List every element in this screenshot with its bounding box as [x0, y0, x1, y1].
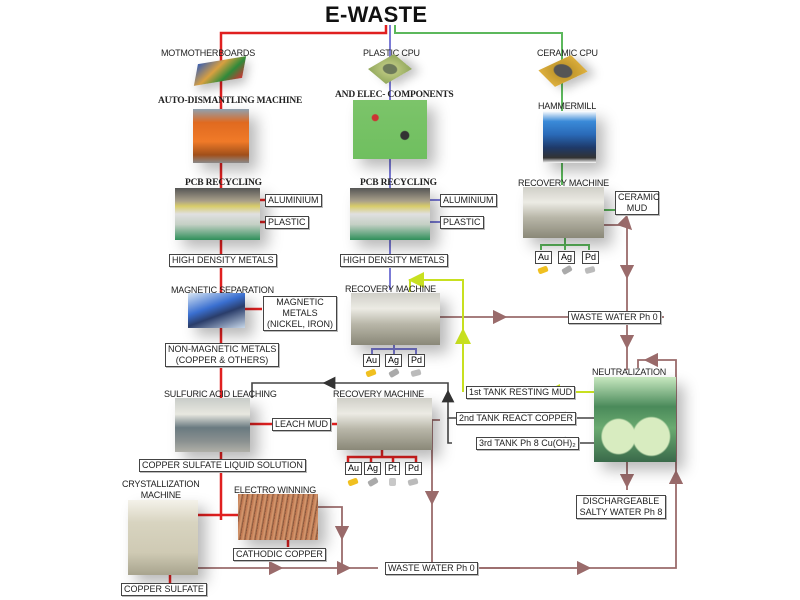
- recovery-machine-middle-label: RECOVERY MACHINE: [345, 284, 436, 294]
- ceramic-cpu-label: CERAMIC CPU: [537, 48, 598, 58]
- diagram-title: E-WASTE: [325, 2, 428, 27]
- auto-dismantling-image: [193, 109, 249, 163]
- magnetic-separation-image: [188, 293, 245, 328]
- plastic-middle-label: PLASTIC: [440, 216, 484, 229]
- metal-ag-middle: Ag: [385, 354, 403, 367]
- tank1-resting-mud-label: 1st TANK RESTING MUD: [466, 386, 576, 399]
- magnetic-metals-label: MAGNETIC METALS (NICKEL, IRON): [263, 296, 337, 331]
- crystallization-line2: MACHINE: [140, 490, 181, 500]
- electro-winning-label: ELECTRO WINNING: [234, 485, 317, 495]
- tank3-cu-oh-label: 3rd TANK Ph 8 Cu(OH)₂: [476, 437, 579, 450]
- metal-pd-right: Pd: [582, 251, 600, 264]
- crystallization-line1: CRYSTALLIZATION: [122, 479, 200, 489]
- dischargeable-salty-water-label: DISCHARGEABLE SALTY WATER Ph 8: [576, 495, 666, 519]
- high-density-metals-middle-label: HIGH DENSITY METALS: [340, 254, 448, 267]
- ceramic-mud-line1: CERAMIC: [618, 192, 660, 202]
- metal-au-lower: Au: [345, 462, 363, 475]
- pcb-recycling-left-label: PCB RECYCLING: [185, 178, 262, 188]
- elec-components-label: AND ELEC- COMPONENTS: [335, 90, 454, 100]
- crystallization-machine-label: CRYSTALLIZATION MACHINE: [122, 479, 200, 501]
- metal-ag-right: Ag: [558, 251, 576, 264]
- aluminium-left-label: ALUMINIUM: [265, 194, 322, 207]
- copper-sulfate-solution-label: COPPER SULFATE LIQUID SOLUTION: [139, 459, 306, 472]
- recovery-machine-middle-image: [351, 293, 440, 345]
- metal-pd-middle: Pd: [408, 354, 426, 367]
- metal-au-right: Au: [535, 251, 553, 264]
- electro-winning-image: [238, 494, 318, 540]
- sulfuric-acid-leaching-label: SULFURIC ACID LEACHING: [164, 389, 277, 399]
- copper-sulfate-label: COPPER SULFATE: [121, 583, 207, 596]
- discharge-line1: DISCHARGEABLE: [582, 496, 660, 506]
- motherboards-label: MOTMOTHERBOARDS: [161, 48, 256, 58]
- non-magnetic-line1: NON-MAGNETIC METALS: [168, 344, 277, 354]
- waste-water-upper-label: WASTE WATER Ph 0: [568, 311, 661, 324]
- cathodic-copper-label: CATHODIC COPPER: [233, 548, 326, 561]
- platinum-nugget-icon: [389, 478, 396, 486]
- tank2-react-copper-label: 2nd TANK REACT COPPER: [456, 412, 577, 425]
- hammermill-image: [543, 111, 596, 163]
- auto-dismantling-label: AUTO-DISMANTLING MACHINE: [158, 96, 303, 106]
- leach-mud-label: LEACH MUD: [272, 418, 332, 431]
- pcb-recycling-middle-label: PCB RECYCLING: [360, 178, 437, 188]
- crystallization-machine-image: [128, 500, 198, 575]
- neutralization-label: NEUTRALIZATION: [592, 367, 667, 377]
- ceramic-mud-label: CERAMIC MUD: [615, 191, 660, 215]
- pcb-components-image: [353, 100, 427, 159]
- non-magnetic-line2: (COPPER & OTHERS): [175, 355, 269, 365]
- discharge-line2: SALTY WATER Ph 8: [579, 507, 663, 517]
- pcb-recycling-middle-image: [350, 188, 430, 240]
- magnetic-metals-line3: (NICKEL, IRON): [266, 319, 333, 329]
- ceramic-mud-line2: MUD: [626, 203, 648, 213]
- magnetic-metals-line2: METALS: [282, 308, 318, 318]
- plastic-left-label: PLASTIC: [265, 216, 309, 229]
- high-density-metals-left-label: HIGH DENSITY METALS: [169, 254, 277, 267]
- recovery-machine-right-image: [523, 187, 604, 238]
- metal-pd-lower: Pd: [405, 462, 423, 475]
- ceramic-cpu-flow-line: [394, 25, 615, 250]
- pcb-recycling-left-image: [175, 188, 260, 240]
- metal-pt-lower: Pt: [385, 462, 400, 475]
- magnetic-metals-line1: MAGNETIC: [276, 297, 324, 307]
- metal-au-middle: Au: [363, 354, 381, 367]
- non-magnetic-metals-label: NON-MAGNETIC METALS (COPPER & OTHERS): [165, 343, 279, 367]
- neutralization-image: [594, 377, 676, 462]
- plastic-cpu-label: PLASTIC CPU: [363, 48, 420, 58]
- hammermill-label: HAMMERMILL: [538, 101, 597, 111]
- recovery-machine-right-label: RECOVERY MACHINE: [518, 178, 609, 188]
- recovery-machine-lower-label: RECOVERY MACHINE: [333, 389, 424, 399]
- aluminium-middle-label: ALUMINIUM: [440, 194, 497, 207]
- magnetic-separation-label: MAGNETIC SEPARATION: [171, 285, 274, 295]
- recovery-machine-lower-image: [337, 398, 432, 450]
- waste-water-lower-label: WASTE WATER Ph 0: [385, 562, 478, 575]
- sulfuric-acid-leaching-image: [175, 398, 250, 452]
- metal-ag-lower: Ag: [364, 462, 382, 475]
